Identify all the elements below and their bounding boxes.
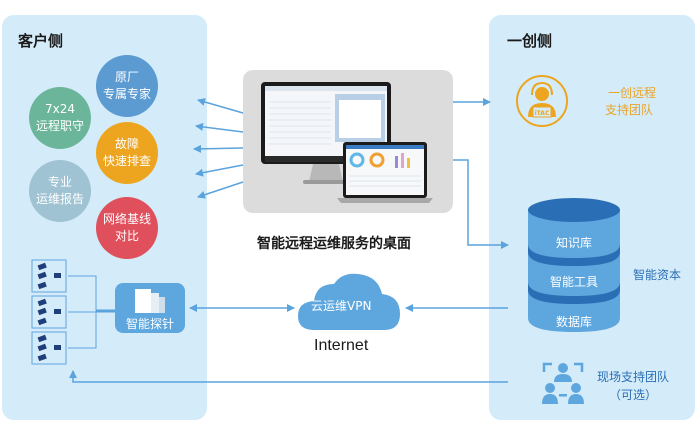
cloud-icon xyxy=(298,273,400,330)
service-label: 快速排查 xyxy=(102,154,151,168)
itac-badge: iTAC xyxy=(535,110,550,117)
service-label: 专业 xyxy=(47,175,72,189)
service-label: 7x24 xyxy=(44,102,75,116)
service-circle-vendor-expert: 原厂 专属专家 xyxy=(96,55,158,117)
remote-team-label-2: 支持团队 xyxy=(605,103,654,117)
service-circle-report: 专业 运维报告 xyxy=(29,160,91,222)
itac-support-icon: iTAC xyxy=(516,75,568,127)
service-label: 运维报告 xyxy=(35,192,84,206)
customer-side-title: 客户侧 xyxy=(18,32,64,50)
service-circle-baseline: 网络基线 对比 xyxy=(96,197,158,259)
provider-side-title: 一创侧 xyxy=(507,32,553,50)
service-label: 故障 xyxy=(114,137,139,151)
network-devices-icon xyxy=(31,259,110,365)
desktop-caption: 智能远程运维服务的桌面 xyxy=(257,236,411,252)
remote-team-label-1: 一创远程 xyxy=(608,86,657,100)
internet-label: Internet xyxy=(314,337,369,354)
database-icon xyxy=(528,198,620,332)
probe-label: 智能探针 xyxy=(125,317,174,331)
desktop-illustration-box xyxy=(243,70,453,213)
service-circle-troubleshoot: 故障 快速排查 xyxy=(96,122,158,184)
smart-probe: 智能探针 xyxy=(115,283,185,333)
db-layer-knowledge: 知识库 xyxy=(555,236,592,250)
service-label: 远程职守 xyxy=(35,119,84,133)
server-icon xyxy=(135,289,165,313)
service-label: 专属专家 xyxy=(102,87,151,101)
monitor-laptop-icon xyxy=(261,82,433,203)
onsite-team-label-2: （可选） xyxy=(609,388,658,402)
db-layer-data: 数据库 xyxy=(555,315,592,329)
service-label: 原厂 xyxy=(114,70,139,84)
service-circle-24x7: 7x24 远程职守 xyxy=(29,87,91,149)
service-label: 网络基线 xyxy=(102,212,151,226)
vpn-label: 云运维VPN xyxy=(311,299,372,313)
smart-capital-label: 智能资本 xyxy=(633,268,682,282)
onsite-team-icon xyxy=(542,362,584,404)
onsite-team-label-1: 现场支持团队 xyxy=(597,370,670,384)
service-label: 对比 xyxy=(114,229,139,243)
db-layer-tools: 智能工具 xyxy=(549,275,598,289)
